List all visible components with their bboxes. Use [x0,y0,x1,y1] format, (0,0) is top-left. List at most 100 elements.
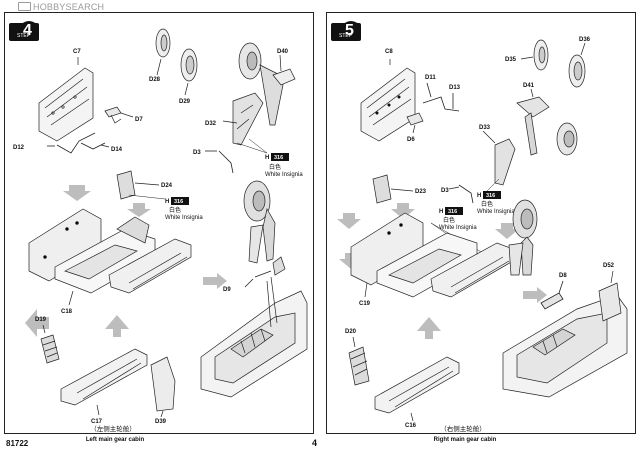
part-d7 [104,106,134,124]
label-c7: C7 [73,49,81,55]
svg-text:White Insignia: White Insignia [439,225,477,231]
part-d3 [448,184,474,204]
label-d14: D14 [111,147,123,153]
part-c8-frame [360,59,416,142]
part-d28-wheel [155,28,171,76]
svg-text:White Insignia: White Insignia [165,215,203,221]
paint-callout-a: H 316 白色 White Insignia [477,178,515,215]
caption-cn: （右侧主轮舱） [440,424,486,433]
paint-name-cn: 白色 [269,163,281,171]
label-c18: C18 [61,309,73,315]
part-c7-frame [38,57,94,142]
label-c16: C16 [405,423,417,429]
label-d35: D35 [505,57,517,63]
part-d35-wheel [520,39,549,71]
paint-code: 316 [274,155,283,161]
caption-cn: （左侧主轮舱） [90,424,136,433]
part-d40-gear-assembly [238,42,296,126]
svg-text:316: 316 [448,209,457,215]
label-d6: D6 [407,137,415,143]
svg-text:316: 316 [174,199,183,205]
caption-en: Left main gear cabin [85,437,145,443]
svg-text:H: H [477,193,481,199]
label-d52: D52 [603,263,615,269]
kit-code: 81722 [6,439,29,448]
step-label: STEP [17,33,31,39]
gear-bay-box [502,294,628,398]
flow-arrows [25,185,227,337]
part-d41-strut [516,88,578,156]
part-d3 [205,150,234,174]
step-badge: STEP 4 [9,21,39,41]
label-d11: D11 [425,75,436,81]
label-d24: D24 [161,183,173,189]
watermark-text: HOBBYSEARCH [33,2,105,12]
svg-text:H: H [439,209,443,215]
part-d52 [598,270,622,322]
part-d19 [40,324,60,364]
label-d3: D3 [441,188,449,194]
part-d12-d14-rods [47,132,110,154]
label-d20: D20 [345,329,357,335]
paint-prefix: H [265,155,269,161]
label-d19: D19 [35,317,47,323]
step-number: 4 [23,22,32,39]
paint-callout-a: H 316 白色 White Insignia [236,138,303,178]
label-d33: D33 [479,125,491,131]
svg-text:H: H [165,199,169,205]
label-d8: D8 [559,273,567,279]
svg-text:White Insignia: White Insignia [477,209,515,215]
part-c17 [60,348,148,416]
svg-text:白色: 白色 [481,200,493,208]
step-5-panel: STEP 5 C8 D11 D13 [326,12,636,443]
label-c17: C17 [91,419,103,425]
label-d7: D7 [135,117,143,123]
label-d9: D9 [223,287,231,293]
label-d36: D36 [579,37,591,43]
page-number: 4 [312,438,318,448]
part-d20 [348,336,370,386]
svg-text:316: 316 [486,193,495,199]
label-c8: C8 [385,49,393,55]
label-d32: D32 [205,121,217,127]
part-d32-strut [222,92,264,146]
caption-en: Right main gear cabin [433,437,497,443]
step-4-panel: STEP 4 C7 D28 D29 [4,12,314,443]
assembled-gear-leg [508,199,538,276]
step-number: 5 [345,22,354,39]
step-label: STEP [339,33,353,39]
step-badge: STEP 5 [331,21,361,41]
label-d3: D3 [193,150,201,156]
part-c16 [374,356,460,422]
part-d36-wheel [568,42,586,88]
part-d23 [372,174,414,204]
label-d12: D12 [13,145,25,151]
gear-bay-box [200,276,308,398]
label-d41: D41 [523,83,535,89]
step-4-diagram: STEP 4 C7 D28 D29 [9,21,308,433]
label-d40: D40 [277,49,289,55]
label-c19: C19 [359,301,371,307]
part-d8 [540,280,564,310]
label-d23: D23 [415,189,427,195]
svg-text:白色: 白色 [169,206,181,214]
part-d6 [406,112,424,134]
camera-icon [18,2,31,11]
watermark: HOBBYSEARCH [18,2,104,12]
assembled-gear-leg [243,180,286,276]
part-d39 [150,356,176,418]
svg-text:白色: 白色 [443,216,455,224]
part-c19-bay [350,212,514,298]
part-d11-d13 [422,82,460,112]
part-d9 [244,270,272,288]
label-d29: D29 [179,99,191,105]
part-d29-wheel [180,48,198,96]
label-d39: D39 [155,419,167,425]
paint-callout-b: H 316 白色 White Insignia [128,194,203,221]
part-c18-bay [28,208,192,306]
label-d28: D28 [149,77,161,83]
part-d24 [116,170,160,200]
part-d33-strut [482,130,516,186]
paint-name-en: White Insignia [265,172,303,178]
